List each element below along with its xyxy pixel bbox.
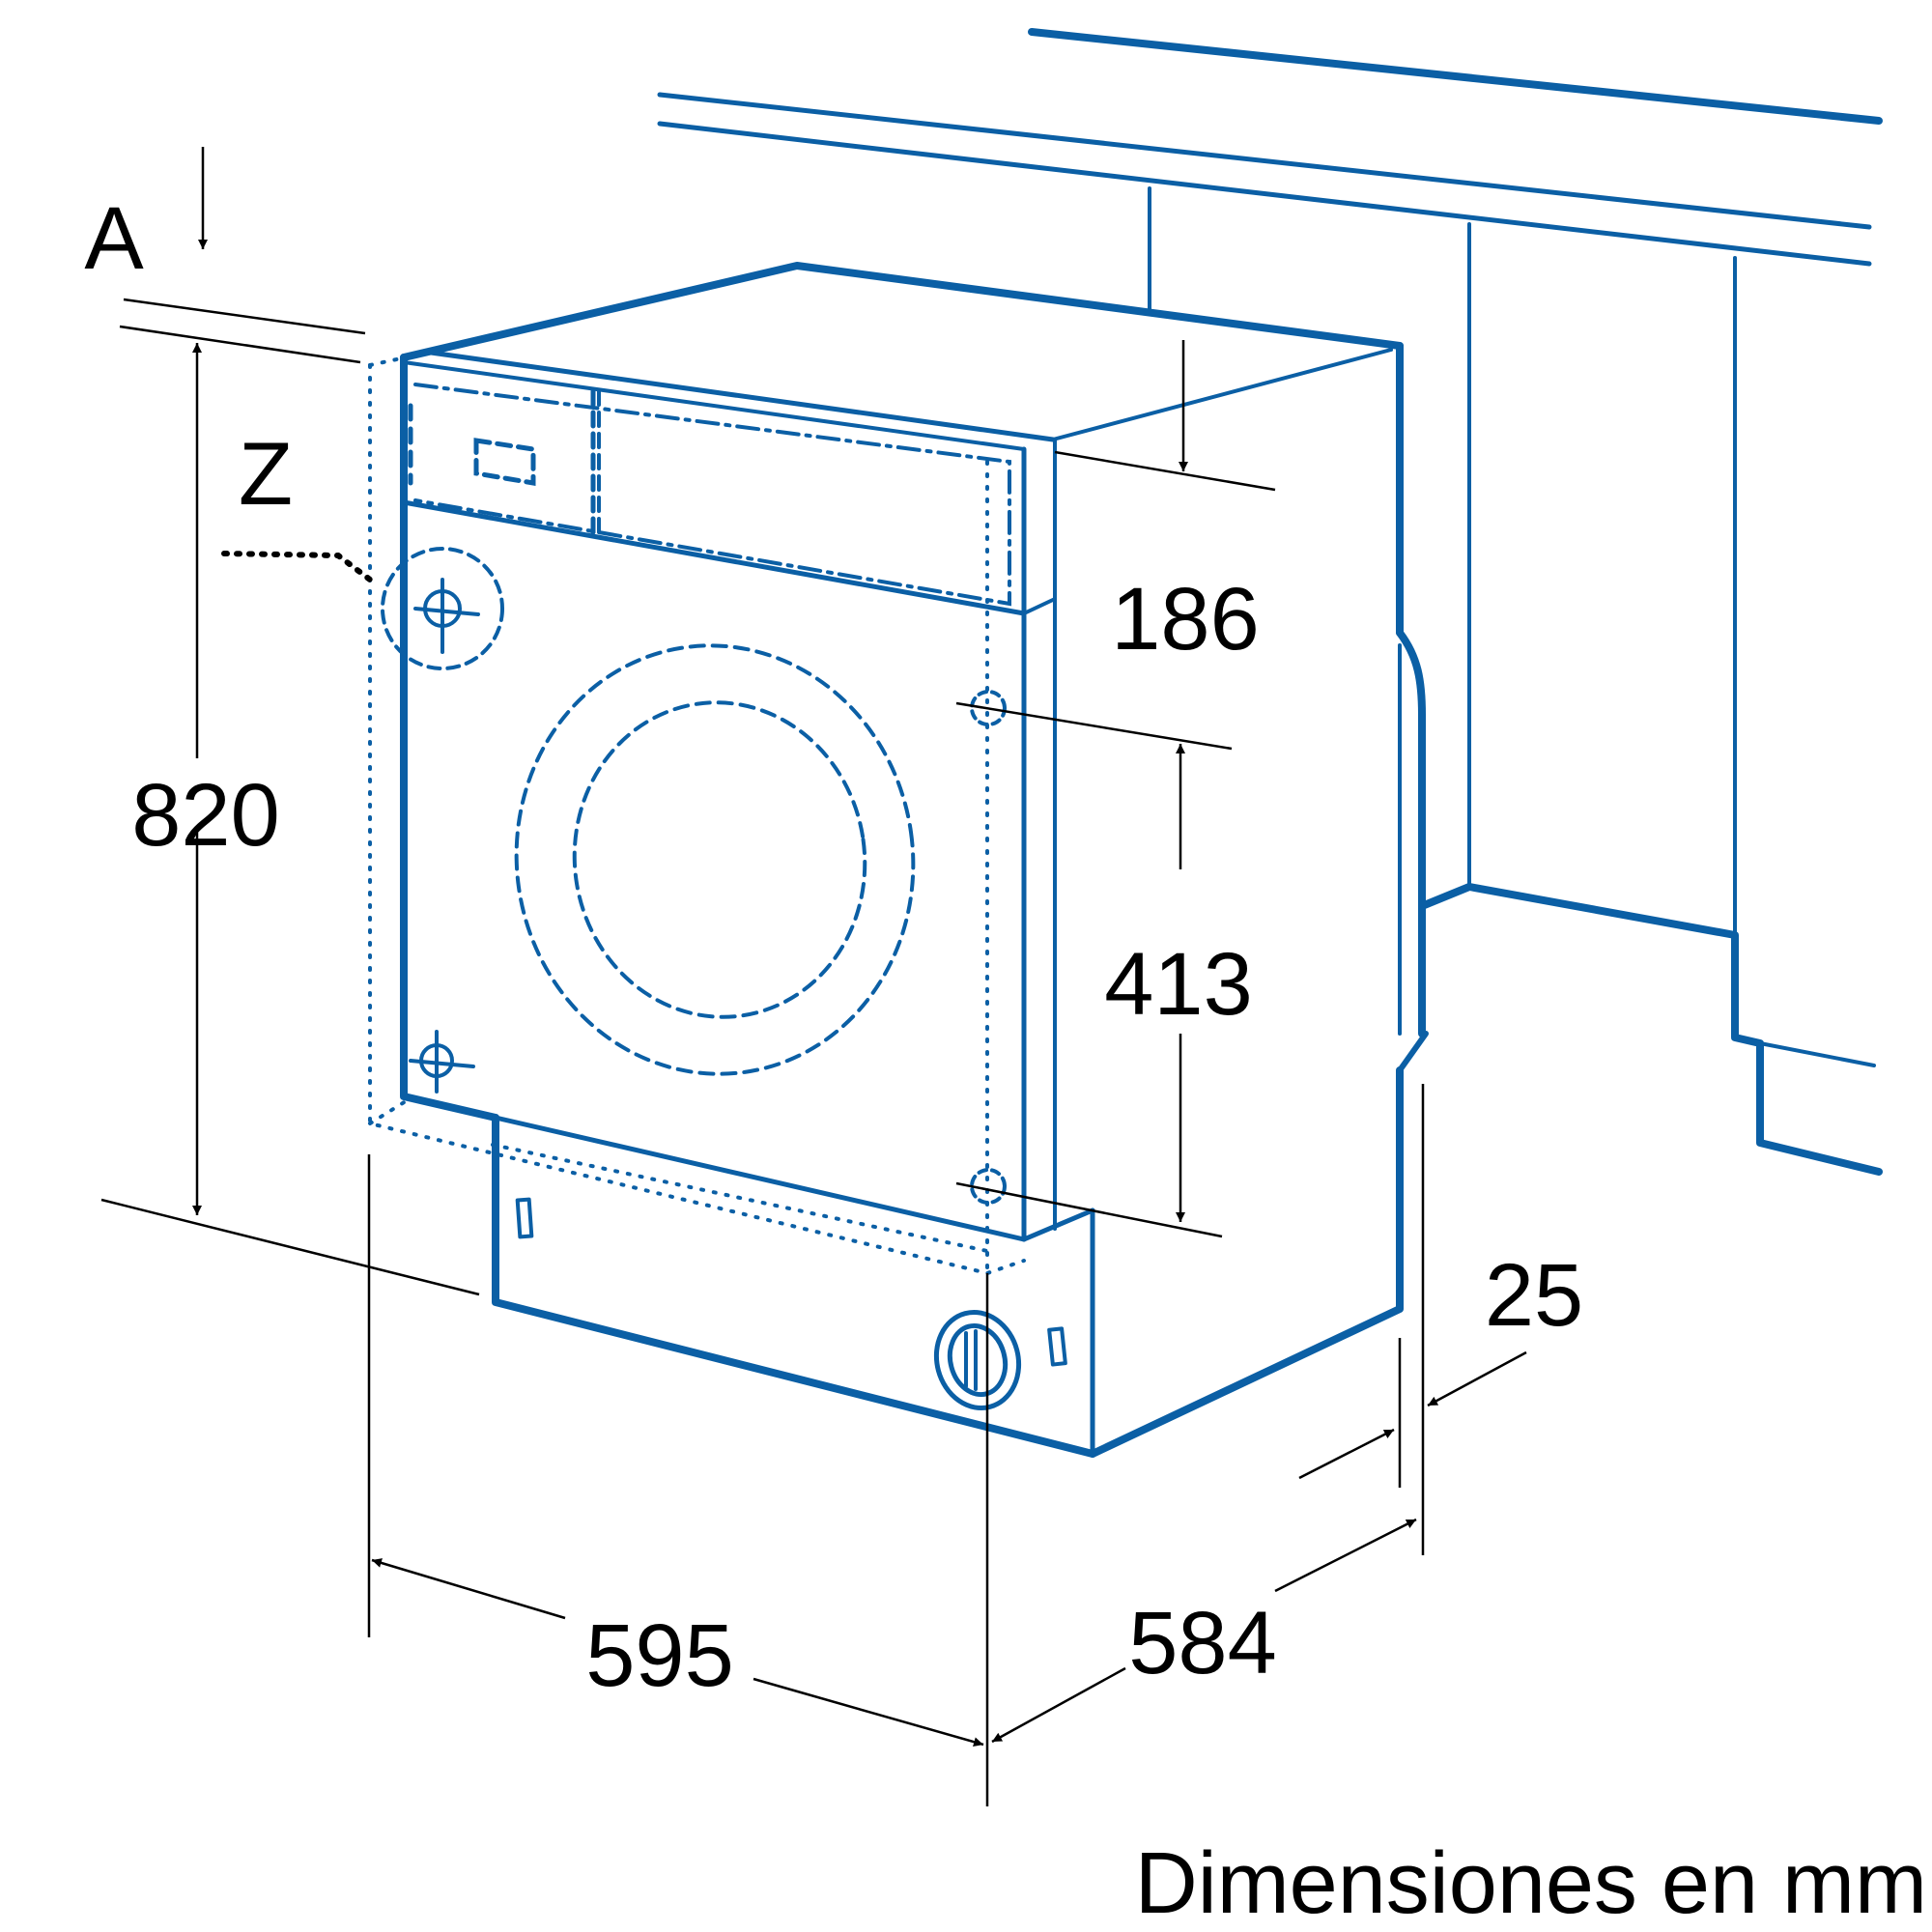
dimension-584-arrow-left: [991, 1666, 1126, 1744]
z-leader: [221, 551, 373, 582]
hidden-contours: [368, 355, 1026, 1276]
label-584: 584: [1128, 1594, 1277, 1692]
dimension-595-arrow-left: [371, 1558, 566, 1620]
label-25: 25: [1485, 1246, 1583, 1345]
label-z: Z: [239, 425, 293, 524]
label-186: 186: [1111, 570, 1260, 668]
dimension-595-arrow-right: [753, 1677, 984, 1747]
dimension-25-arrow-right: [1427, 1350, 1527, 1407]
dimension-584-arrow-right: [1274, 1518, 1417, 1593]
dimension-25-arrow-left: [1298, 1428, 1395, 1480]
dimension-labels: A Z 820 186 413 25 595 584 Dimensiones e…: [84, 189, 1927, 1932]
caption: Dimensiones en mm: [1135, 1835, 1927, 1932]
washing-machine: [400, 262, 1429, 1458]
label-820: 820: [131, 766, 280, 865]
label-a: A: [84, 189, 144, 288]
label-595: 595: [585, 1606, 734, 1705]
label-413: 413: [1104, 935, 1253, 1034]
kitchen-cabinet: [657, 28, 1883, 1176]
dimension-lines: [100, 147, 1527, 1806]
